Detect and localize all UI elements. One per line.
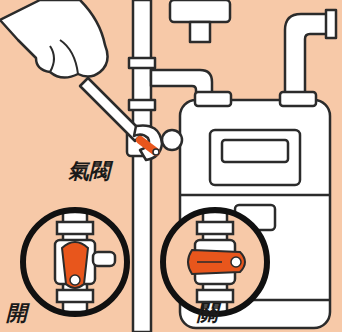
closed-valve-detail	[163, 210, 267, 314]
valve-label: 氣閥	[68, 160, 110, 183]
open-label: 開	[6, 302, 27, 325]
open-valve-detail	[23, 210, 127, 314]
glove-hand	[0, 0, 108, 78]
closed-label: 關	[197, 302, 218, 325]
